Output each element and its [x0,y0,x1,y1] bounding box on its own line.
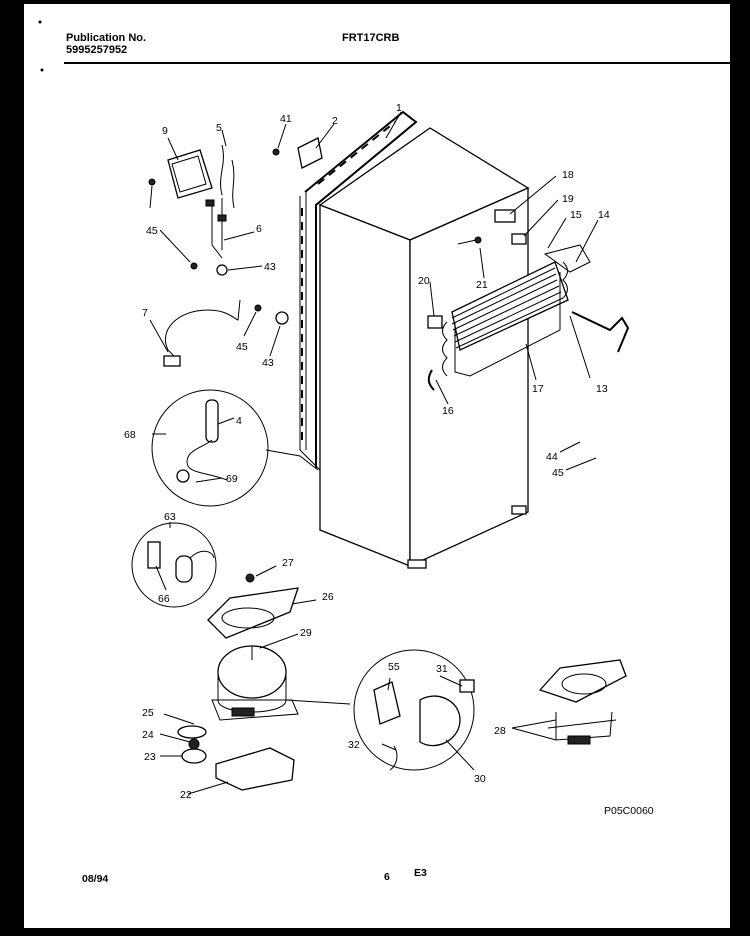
part-18-bracket [494,209,516,223]
condenser-coil [299,110,418,471]
callout-9: 9 [162,125,168,137]
part-45-screw [148,178,156,186]
callout-68: 68 [124,429,136,441]
footer-date: 08/94 [82,873,108,885]
callout-13: 13 [596,383,608,395]
part-43-grommet [216,264,228,276]
footer-section: E3 [414,867,427,879]
callout-7: 7 [142,307,148,319]
defrost-heater [543,244,591,273]
relay-detail [353,649,475,771]
callout-20: 20 [418,275,430,287]
callout-29: 29 [300,627,312,639]
callout-63: 63 [164,511,176,523]
callout-31: 31 [436,663,448,675]
evaporator [442,261,569,377]
drain-tube [571,311,630,353]
part-6-harness [211,198,223,259]
part-43-grommet-2 [275,311,289,325]
cabinet [318,127,530,569]
model-number: FRT17CRB [342,32,400,44]
callout-25: 25 [142,707,154,719]
part-7-power-cord [165,299,241,361]
detail-63 [131,522,217,608]
callout-45-c: 45 [552,467,564,479]
callout-24: 24 [142,729,154,741]
callout-14: 14 [598,209,610,221]
callout-45: 45 [146,225,158,237]
callout-17: 17 [532,383,544,395]
callout-41: 41 [280,113,292,125]
callout-55: 55 [388,661,400,673]
detail-68 [151,389,319,507]
part-27-grommet [245,573,255,583]
callout-43: 43 [264,261,276,273]
callout-44: 44 [546,451,558,463]
callout-2: 2 [332,115,338,127]
callout-28: 28 [494,725,506,737]
callout-30: 30 [474,773,486,785]
part-45-screw-3 [254,304,262,312]
part-2-bracket [297,137,323,169]
part-45-screw-2 [190,262,198,270]
callout-15: 15 [570,209,582,221]
figure-code: P05C0060 [604,805,654,817]
callout-21: 21 [476,279,488,291]
part-26-drain-pan [207,587,299,639]
part-41-screw [272,148,280,156]
leader-lines [149,111,599,795]
callout-26: 26 [322,591,334,603]
part-5-wires [220,144,235,209]
callout-66: 66 [158,593,170,605]
compressor-alt [538,659,627,745]
header-rule [64,62,730,64]
part-22-base [215,747,295,791]
callout-1: 1 [396,102,402,114]
callout-6: 6 [256,223,262,235]
callout-23: 23 [144,751,156,763]
callout-45-b: 45 [236,341,248,353]
callout-4: 4 [236,415,242,427]
corner-mark [38,20,42,24]
callout-5: 5 [216,122,222,134]
callout-labels: 1 2 41 9 5 6 45 43 7 45 43 18 19 15 14 2… [124,102,610,801]
callout-27: 27 [282,557,294,569]
publication-label: Publication No. [66,32,147,44]
corner-mark-2 [40,68,44,72]
part-16-clip [427,369,435,391]
callout-43-b: 43 [262,357,274,369]
part-20-block [427,315,443,329]
callout-22: 22 [180,789,192,801]
part-24-washer [188,738,200,750]
callout-69: 69 [226,473,238,485]
part-23-grommet [181,748,207,764]
callout-16: 16 [442,405,454,417]
part-21-screw [457,239,477,245]
part-25-grommet [177,725,207,739]
publication-number: 5995257952 [66,44,128,56]
callout-18: 18 [562,169,574,181]
part-19-terminal [511,233,527,245]
footer-page-number: 6 [384,871,390,883]
compressor [211,645,351,721]
callout-32: 32 [348,739,360,751]
callout-19: 19 [562,193,574,205]
